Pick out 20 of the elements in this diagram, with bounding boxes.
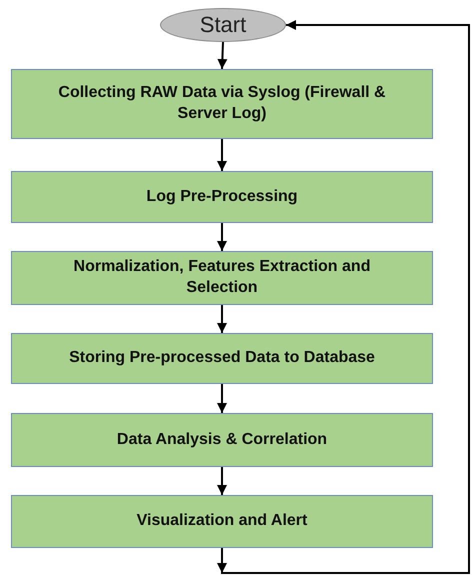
- process-box: [11, 495, 433, 548]
- node-text: Log Pre-Processing: [146, 186, 298, 207]
- node-text: Visualization and Alert: [136, 511, 308, 532]
- loop-arrow: [217, 20, 470, 574]
- node-text: Collecting RAW Data via Syslog (Firewall & Server Log): [57, 83, 387, 124]
- process-box: [11, 171, 433, 223]
- arrow: [217, 42, 228, 70]
- node-text: Data Analysis & Correlation: [116, 430, 328, 450]
- arrow: [217, 139, 227, 171]
- process-box: [11, 333, 433, 384]
- node-text: Storing Pre-processed Data to Database: [69, 348, 375, 368]
- arrow: [217, 223, 227, 251]
- node-text: Start: [200, 12, 246, 38]
- process-box: [11, 69, 433, 139]
- arrow: [217, 467, 227, 495]
- process-box: [11, 413, 433, 467]
- node-text: Normalization, Features Extraction and Selection: [72, 257, 372, 298]
- process-box: [11, 251, 433, 305]
- arrow: [217, 384, 227, 413]
- arrow: [217, 305, 227, 333]
